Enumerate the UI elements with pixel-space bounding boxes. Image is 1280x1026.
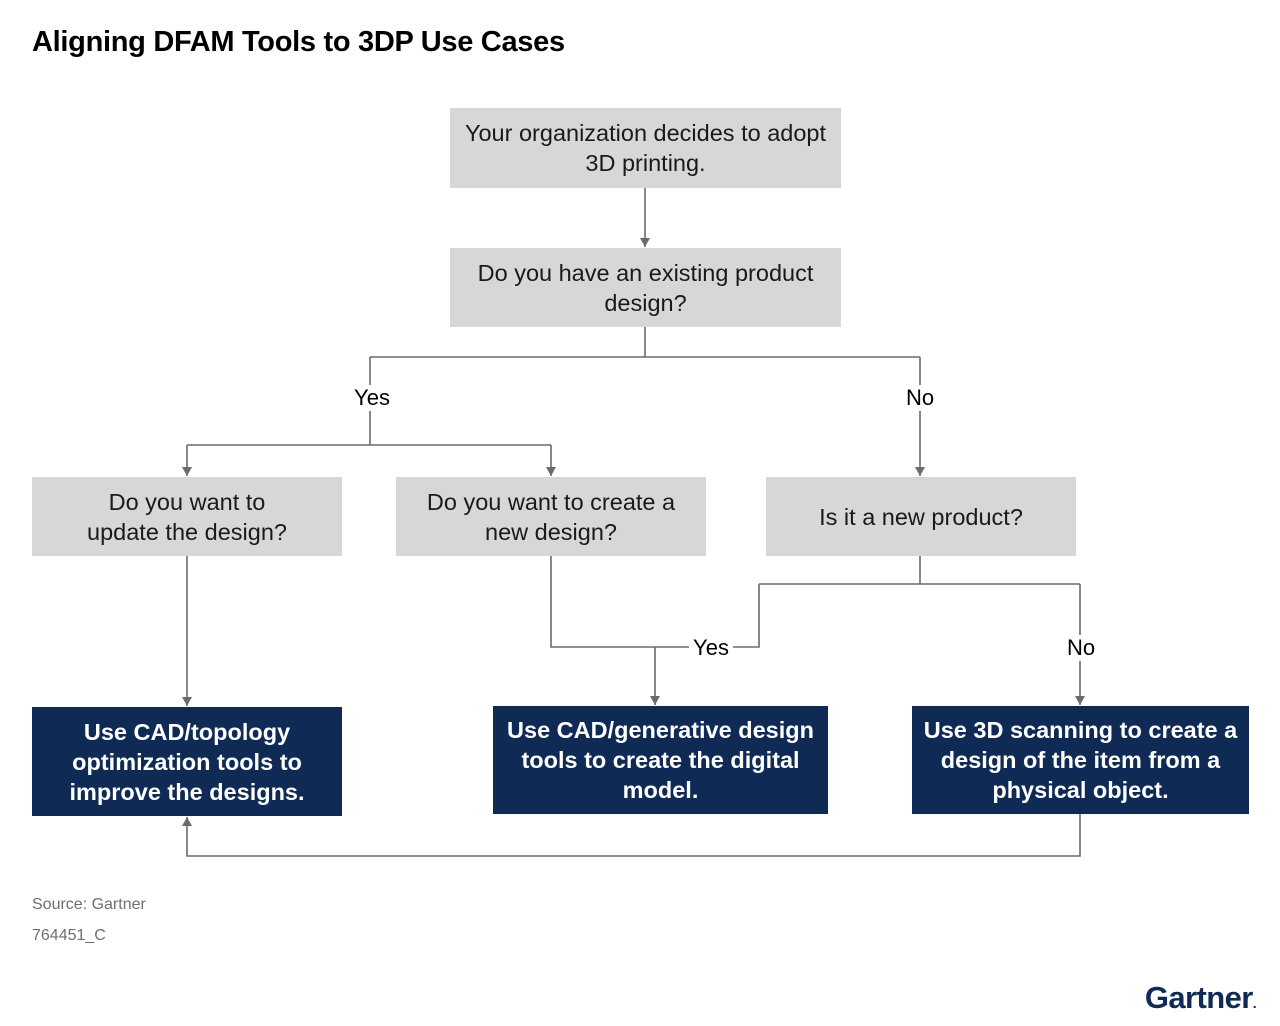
- label-new-product-no: No: [1062, 635, 1100, 661]
- node-adopt-3d-printing-text: Your organization decides to adopt 3D pr…: [464, 120, 827, 176]
- gartner-logo-dot: .: [1252, 995, 1257, 1011]
- connector-existing-split: [370, 327, 920, 358]
- gartner-logo: Gartner.: [1144, 980, 1257, 1016]
- gartner-logo-text: Gartner: [1144, 980, 1253, 1015]
- node-existing-design-text: Do you have an existing product design?: [477, 259, 814, 316]
- node-use-cad-topology: Use CAD/topology optimization tools to i…: [32, 707, 342, 816]
- node-use-cad-generative: Use CAD/generative design tools to creat…: [493, 706, 828, 814]
- node-update-design-text: Do you want to update the design?: [87, 488, 287, 545]
- node-update-design: Do you want to update the design?: [32, 477, 342, 556]
- label-existing-no: No: [901, 385, 939, 411]
- node-use-cad-generative-text: Use CAD/generative design tools to creat…: [507, 717, 814, 803]
- source-note: Source: Gartner: [32, 896, 146, 913]
- node-use-3d-scanning: Use 3D scanning to create a design of th…: [912, 706, 1249, 814]
- node-use-3d-scanning-text: Use 3D scanning to create a design of th…: [923, 717, 1238, 803]
- label-existing-yes: Yes: [350, 385, 394, 411]
- figure-title: Aligning DFAM Tools to 3DP Use Cases: [32, 26, 565, 58]
- connector-new-product-split: [759, 556, 1080, 585]
- node-adopt-3d-printing: Your organization decides to adopt 3D pr…: [450, 108, 841, 188]
- document-id: 764451_C: [32, 927, 106, 944]
- node-existing-design: Do you have an existing product design?: [450, 248, 841, 327]
- label-new-product-yes: Yes: [689, 635, 733, 661]
- node-new-product-text: Is it a new product?: [819, 503, 1023, 530]
- node-create-new-design: Do you want to create a new design?: [396, 477, 706, 556]
- node-create-new-design-text: Do you want to create a new design?: [426, 488, 676, 545]
- connector-create-new-to-generative: [550, 556, 655, 648]
- node-use-cad-topology-text: Use CAD/topology optimization tools to i…: [69, 718, 305, 805]
- connector-scanning-to-topology: [182, 814, 1081, 857]
- node-new-product: Is it a new product?: [766, 477, 1076, 556]
